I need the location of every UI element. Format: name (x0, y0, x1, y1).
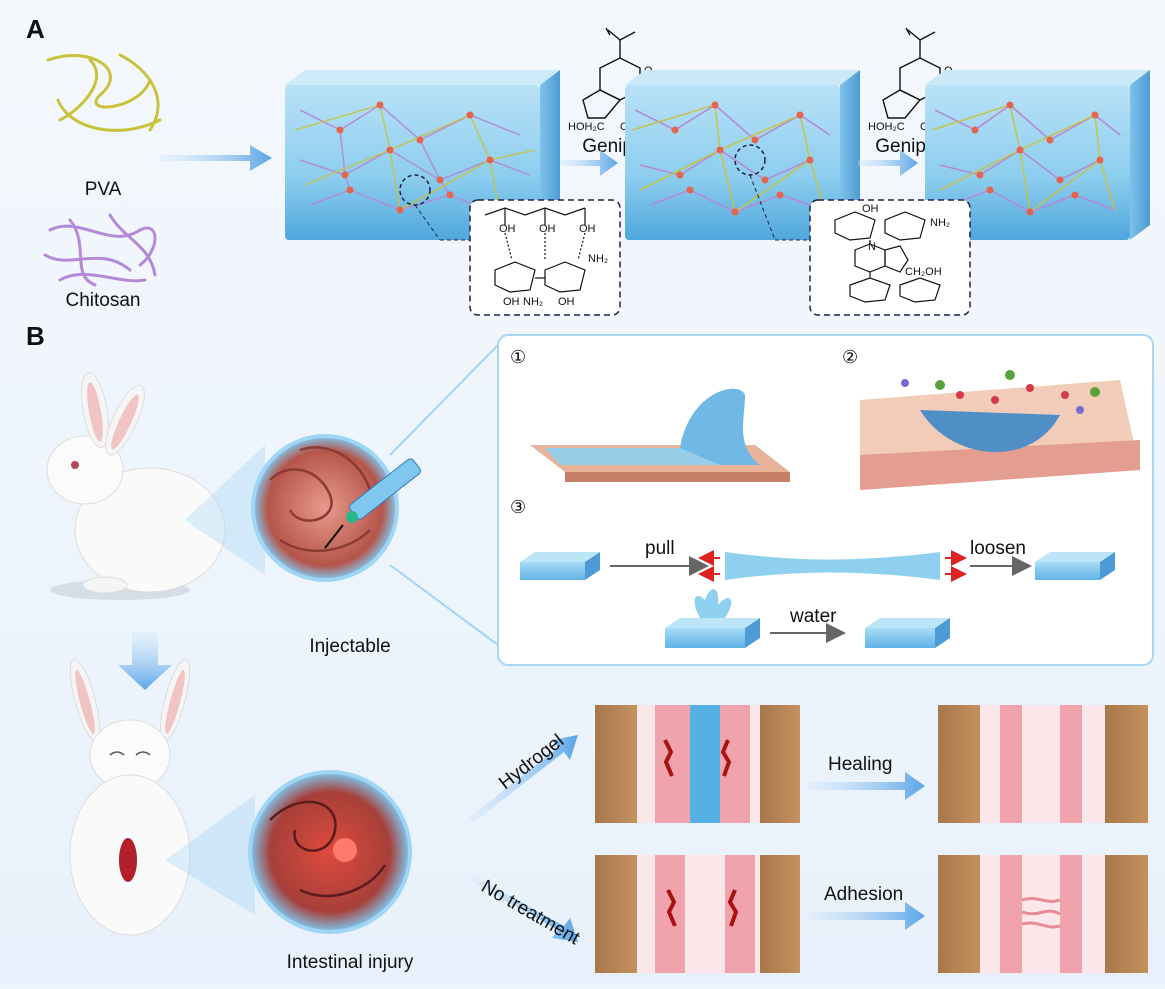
panel-b-letter: B (26, 321, 45, 351)
inset-1-oh-c: OH (579, 223, 596, 235)
tissue-hydrogel-treated (595, 705, 800, 823)
inset-2-nh2: NH₂ (930, 217, 950, 229)
circle-number-3: ③ (510, 497, 526, 517)
tissue-adhered (938, 855, 1148, 973)
tissue-no-treatment (595, 855, 800, 973)
hydrogel-branch-label: Hydrogel (495, 731, 568, 794)
pull-label: pull (645, 538, 675, 559)
rabbit-injured-icon (64, 657, 195, 935)
healing-label: Healing (828, 754, 892, 775)
adhesion-arrow-icon (808, 902, 925, 930)
panel-a-letter: A (26, 14, 45, 44)
healing-arrow-icon (808, 772, 925, 800)
inset-1-nh2-b: NH₂ (523, 296, 543, 308)
inset-1-oh-a: OH (499, 223, 516, 235)
water-label: water (789, 606, 837, 627)
loosen-label: loosen (970, 538, 1026, 559)
tissue-healed (938, 705, 1148, 823)
adhesion-label: Adhesion (824, 884, 903, 905)
callout-line-top (390, 345, 498, 455)
inset-1-nh2-a: NH₂ (588, 253, 608, 265)
inset-1-oh-d: OH (503, 296, 520, 308)
genipin-1-hoh2c: HOH₂C (568, 121, 605, 133)
intestinal-injury-circle (165, 772, 410, 932)
callout-line-bottom (390, 565, 498, 645)
inset-hydrogen-bond-structure: OH OH OH NH₂ OH NH₂ OH (470, 200, 620, 315)
arrow-to-hydrogel-icon (160, 145, 272, 171)
inset-1-oh-b: OH (539, 223, 556, 235)
inset-crosslink-structure: N NH₂ CH₂OH OH (810, 200, 970, 315)
chitosan-strands-icon (45, 215, 155, 285)
inset-2-n: N (868, 241, 876, 253)
injectable-label: Injectable (309, 636, 390, 657)
circle-number-2: ② (842, 347, 858, 367)
down-arrow-icon (118, 632, 172, 690)
inset-1-oh-e: OH (558, 296, 575, 308)
inset-2-ch2oh: CH₂OH (905, 266, 942, 278)
circle-number-1: ① (510, 347, 526, 367)
chitosan-label: Chitosan (66, 290, 141, 311)
pva-strands-icon (48, 55, 160, 130)
genipin-2-hoh2c: HOH₂C (868, 121, 905, 133)
intestinal-injury-label: Intestinal injury (287, 952, 414, 973)
pva-label: PVA (85, 179, 122, 200)
no-treatment-branch-label: No treatment (478, 876, 584, 949)
rabbit-sitting-icon (47, 370, 225, 600)
inset-2-oh: OH (862, 203, 879, 215)
